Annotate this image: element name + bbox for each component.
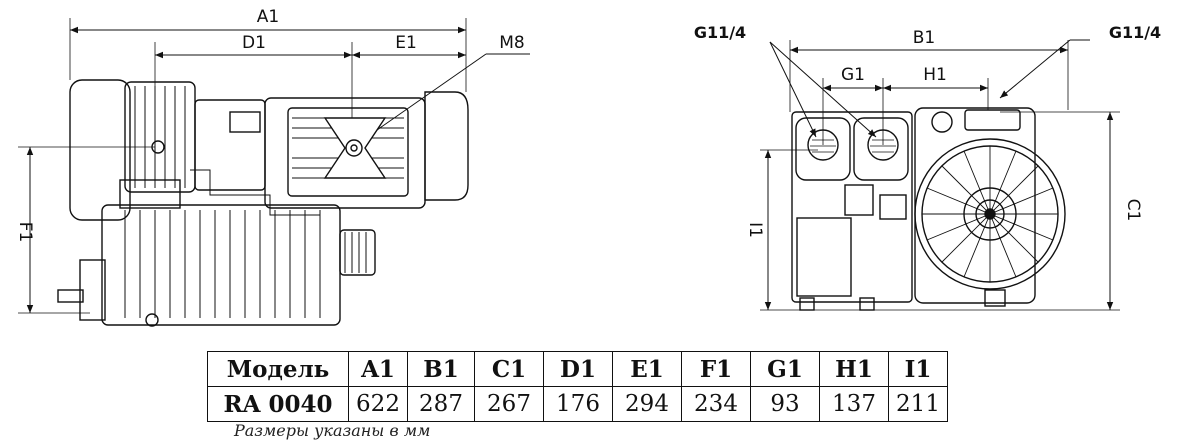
label-a1: A1: [257, 7, 279, 27]
header-h1: H1: [819, 351, 889, 387]
header-c1: C1: [474, 351, 544, 387]
header-b1: B1: [407, 351, 475, 387]
label-m8: M8: [499, 33, 524, 53]
label-b1: B1: [913, 28, 935, 48]
header-f1: F1: [681, 351, 751, 387]
header-g1: G1: [750, 351, 820, 387]
header-e1: E1: [612, 351, 682, 387]
label-port-right: G11/4: [1109, 23, 1161, 42]
cell-i1: 211: [888, 386, 948, 422]
cell-h1: 137: [819, 386, 889, 422]
label-i1: I1: [745, 222, 765, 238]
label-c1: C1: [1123, 199, 1143, 222]
dimensions-table: Модель A1 B1 C1 D1 E1 F1 G1 H1 I1 RA 004…: [207, 351, 948, 422]
label-g1: G1: [841, 65, 865, 85]
header-model: Модель: [207, 351, 349, 387]
table-header-row: Модель A1 B1 C1 D1 E1 F1 G1 H1 I1: [207, 351, 948, 387]
label-h1: H1: [923, 65, 947, 85]
header-i1: I1: [888, 351, 948, 387]
cell-a1: 622: [348, 386, 408, 422]
side-view: [18, 18, 530, 327]
header-a1: A1: [348, 351, 408, 387]
label-e1: E1: [395, 33, 417, 53]
cell-model: RA 0040: [207, 386, 349, 422]
header-d1: D1: [543, 351, 613, 387]
cell-b1: 287: [407, 386, 475, 422]
cell-c1: 267: [474, 386, 544, 422]
label-d1: D1: [242, 33, 266, 53]
table-row: RA 0040 622 287 267 176 294 234 93 137 2…: [207, 386, 948, 422]
cell-f1: 234: [681, 386, 751, 422]
cell-d1: 176: [543, 386, 613, 422]
label-port-left: G11/4: [694, 23, 746, 42]
front-view: [760, 39, 1120, 311]
cell-e1: 294: [612, 386, 682, 422]
cell-g1: 93: [750, 386, 820, 422]
label-f1: F1: [15, 222, 35, 243]
technical-drawing: A1 D1 E1 M8 F1: [15, 7, 1161, 327]
units-caption: Размеры указаны в мм: [234, 421, 431, 440]
